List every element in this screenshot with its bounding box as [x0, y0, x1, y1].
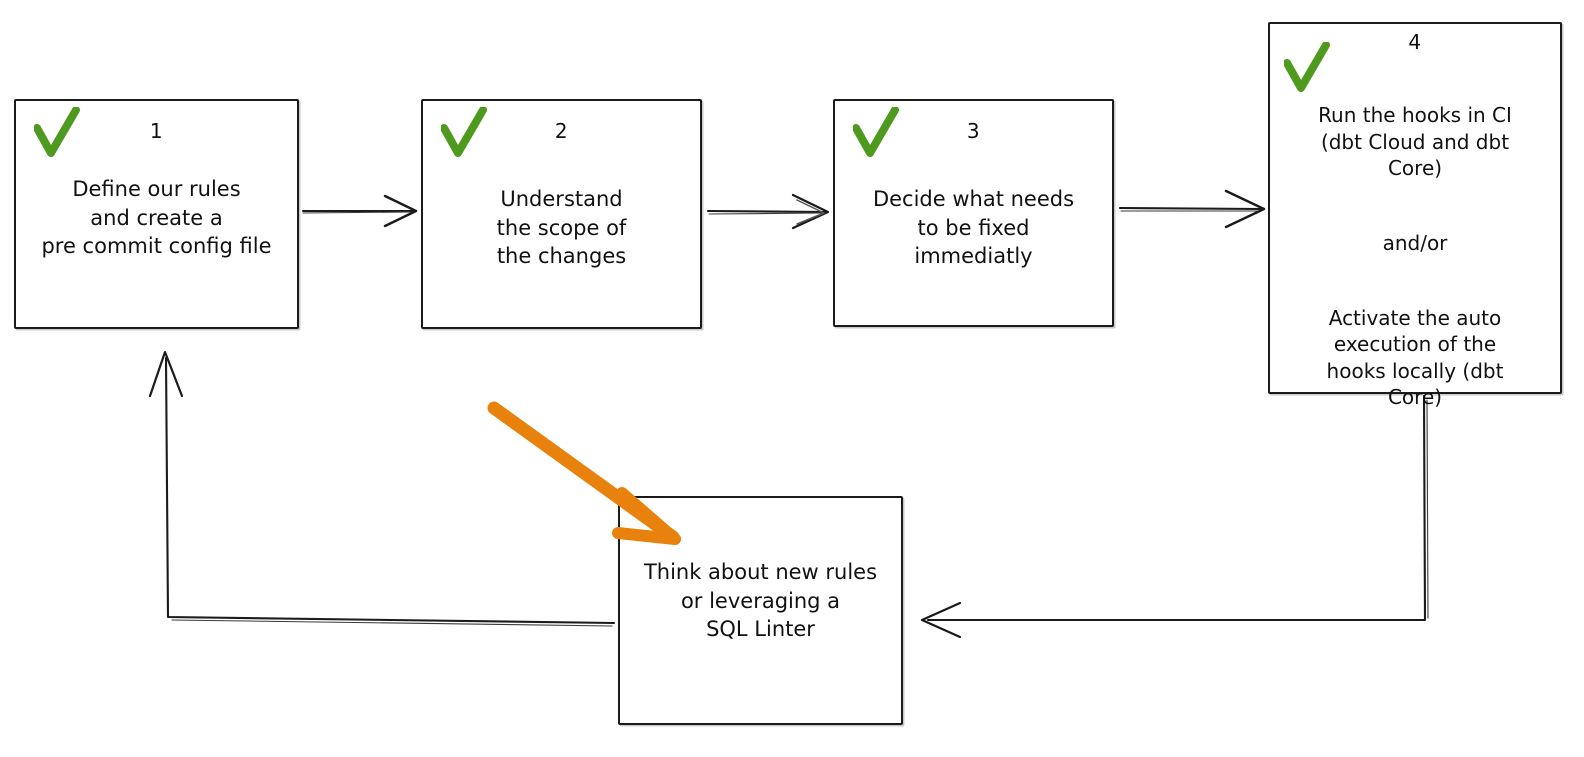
node-2-text: Understand the scope of the changes	[496, 187, 627, 269]
arrow-node5-to-node1	[148, 350, 616, 627]
arrow-node3-to-node4	[1118, 189, 1266, 229]
node-4-header: 4	[1270, 24, 1560, 92]
green-check-icon	[34, 107, 80, 157]
node-4-text: Run the hooks in CI (dbt Cloud and dbt C…	[1270, 76, 1560, 437]
green-check-icon	[441, 107, 487, 157]
green-check-icon	[853, 107, 899, 157]
node-4-paragraph-3: Activate the auto execution of the hooks…	[1326, 305, 1504, 409]
arrow-node2-to-node3	[706, 193, 830, 230]
node-1-text: Define our rules and create a pre commit…	[41, 177, 272, 259]
node-4-paragraph-2: and/or	[1382, 230, 1448, 255]
node-1-number: 1	[149, 119, 164, 143]
node-4-paragraph-1: Run the hooks in CI (dbt Cloud and dbt C…	[1318, 103, 1512, 181]
node-3-text: Decide what needs to be fixed immediatly	[872, 187, 1075, 269]
node-feedback-text: Think about new rules or leveraging a SQ…	[643, 560, 878, 642]
node-1-header: 1	[16, 101, 297, 163]
flow-node-2[interactable]: 2 Understand the scope of the changes	[421, 99, 702, 329]
node-3-header: 3	[835, 101, 1112, 163]
arrow-node1-to-node2	[301, 194, 418, 228]
flow-node-4[interactable]: 4 Run the hooks in CI (dbt Cloud and dbt…	[1268, 22, 1562, 409]
node-4-number: 4	[1408, 30, 1422, 54]
flow-node-feedback[interactable]: Think about new rules or leveraging a SQ…	[618, 496, 903, 725]
node-3-number: 3	[966, 119, 981, 143]
flow-node-1[interactable]: 1 Define our rules and create a pre comm…	[14, 99, 299, 329]
green-check-icon	[1284, 42, 1330, 92]
flow-node-3[interactable]: 3 Decide what needs to be fixed immediat…	[833, 99, 1114, 327]
node-2-number: 2	[554, 119, 569, 143]
node-2-header: 2	[423, 101, 700, 163]
